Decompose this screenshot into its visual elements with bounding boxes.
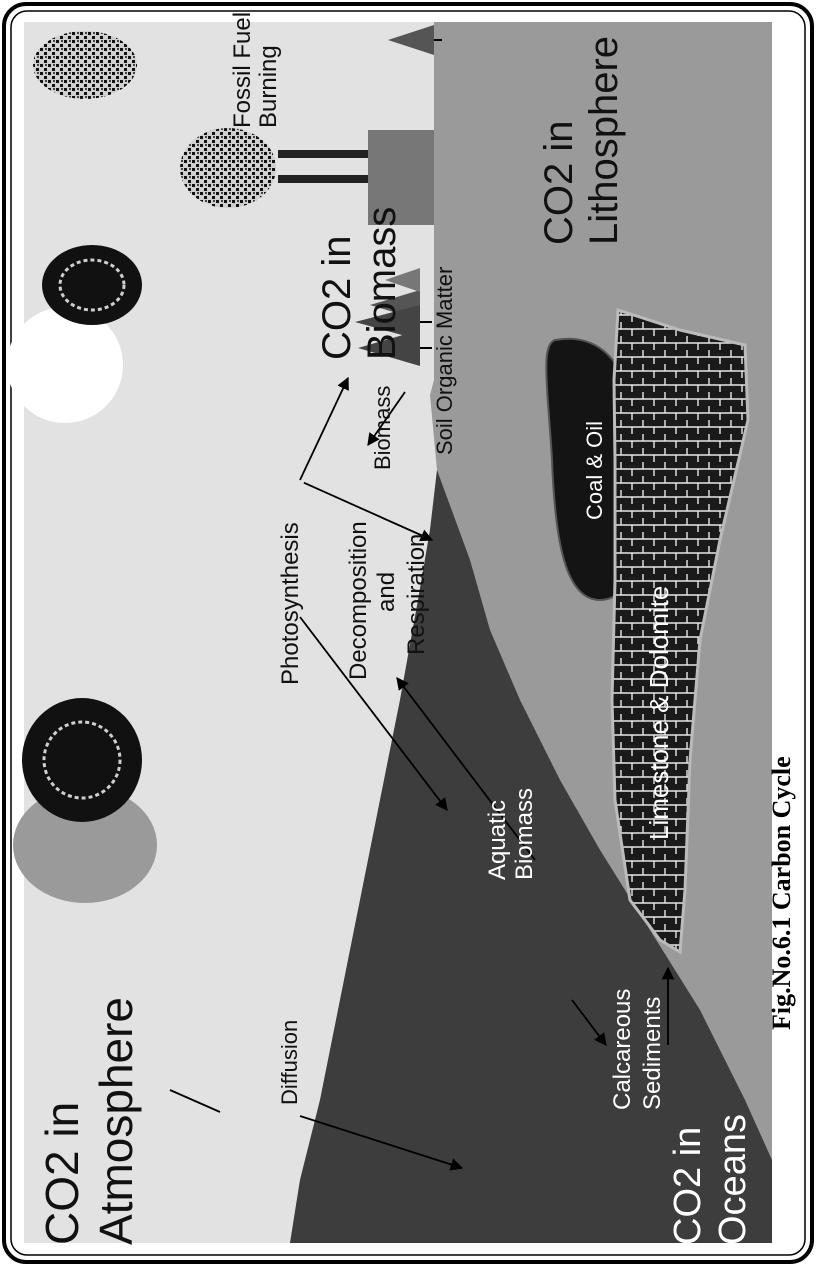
aquatic-to-sediment-arrow (571, 999, 607, 1047)
diffusion-arrow (169, 1089, 221, 1113)
photosynthesis-arrow (299, 376, 349, 481)
smoke-plume (180, 128, 276, 208)
label-co2-atmosphere: CO2 in (36, 1102, 88, 1245)
inner-frame (10, 10, 806, 1256)
factory-chimney (278, 150, 368, 158)
label-co2-biomass: Biomass (360, 207, 404, 360)
label-coal-oil: Coal & Oil (582, 421, 607, 520)
label-decomposition: Decomposition (345, 521, 372, 680)
label-co2-oceans: Oceans (712, 1114, 754, 1245)
factory-chimney (278, 175, 368, 183)
label-co2-lithosphere: Lithosphere (582, 36, 626, 245)
label-respiration: Respiration (403, 534, 430, 655)
label-aquatic-biomass: Biomass (511, 788, 538, 880)
sun-shape (7, 307, 123, 423)
label-co2-atmosphere: Atmosphere (90, 997, 142, 1245)
decomposition-arrow (367, 391, 406, 447)
label-decomposition-and: and (373, 572, 400, 612)
photosynthesis-arrow (299, 616, 448, 812)
figure-caption: Fig.No.6.1 Carbon Cycle (767, 756, 796, 1030)
ocean-region (290, 470, 772, 1243)
label-biomass: Biomass (370, 386, 395, 470)
diagram-panel: CO2 in Atmosphere Diffusion CO2 in Ocean… (7, 12, 772, 1245)
aquatic-decomposition-arrow (396, 676, 536, 861)
cloud-shape (42, 245, 142, 325)
diffusion-arrow (299, 1115, 464, 1171)
arrows (169, 376, 675, 1171)
label-calcareous-sediments: Calcareous (609, 989, 636, 1110)
label-co2-oceans: CO2 in (667, 1127, 709, 1245)
label-diffusion: Diffusion (277, 1020, 302, 1105)
factory-building (368, 130, 434, 225)
smoke-plume (33, 31, 137, 99)
tree-shapes (355, 25, 442, 366)
label-co2-biomass: CO2 in (315, 236, 359, 361)
label-fossil-fuel-burning: Burning (255, 45, 282, 128)
label-soil-organic-matter: Soil Organic Matter (432, 267, 457, 455)
label-calcareous-sediments: Sediments (639, 997, 666, 1110)
label-photosynthesis: Photosynthesis (277, 522, 304, 685)
cloud-shape (13, 698, 157, 903)
label-aquatic-biomass: Aquatic (484, 800, 511, 880)
limestone-deposit (610, 307, 750, 955)
respiration-arrow (303, 481, 434, 542)
label-limestone-dolomite: Limestone & Dolomite (644, 586, 674, 840)
label-co2-lithosphere: CO2 in (537, 121, 581, 246)
label-fossil-fuel-burning: Fossil Fuel (229, 12, 256, 128)
